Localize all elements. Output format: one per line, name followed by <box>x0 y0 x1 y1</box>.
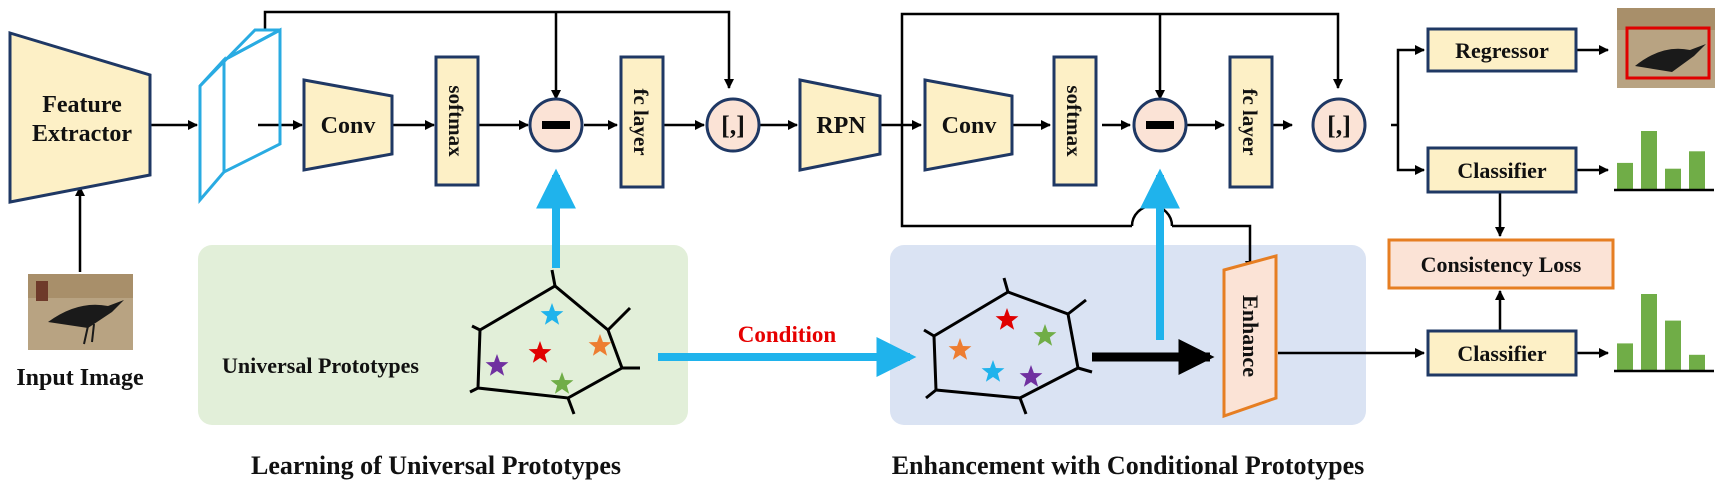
left-section-caption: Learning of Universal Prototypes <box>251 451 621 480</box>
score-bar <box>1689 151 1705 189</box>
subtract-operator-2: − <box>1132 97 1188 153</box>
consistency-loss-label: Consistency Loss <box>1421 252 1582 277</box>
rpn-block: RPN <box>798 78 882 172</box>
prototype-star-red <box>995 308 1019 330</box>
concat-operator-1: [,] <box>705 97 761 153</box>
classifier-bottom-label: Classifier <box>1457 341 1546 366</box>
detection-output-thumbnail <box>1617 8 1715 88</box>
fc-layer-1-label: fc layer <box>629 88 653 155</box>
conditional-prototype-stars <box>948 308 1057 387</box>
universal-prototypes-region <box>469 269 640 415</box>
concat-operator-2: [,] <box>1311 97 1367 153</box>
universal-prototypes-panel <box>198 245 688 425</box>
score-bar <box>1641 131 1657 189</box>
fc-layer-block-2: fc layer <box>1228 55 1274 189</box>
connections <box>75 10 1609 377</box>
softmax-block-2: softmax <box>1052 55 1098 187</box>
softmax-block-1: softmax <box>434 55 480 187</box>
rpn-label: RPN <box>816 113 866 139</box>
prototype-star-red <box>528 341 552 363</box>
prototype-star-blue <box>981 360 1005 382</box>
class-score-bars-bottom <box>1614 294 1714 373</box>
prototype-star-orange <box>588 334 612 356</box>
regressor-label: Regressor <box>1455 38 1549 63</box>
universal-prototypes-label: Universal Prototypes <box>222 353 419 378</box>
concat-2-label: [,] <box>1327 111 1351 140</box>
conditional-prototypes-region <box>923 277 1093 415</box>
conv-1-label: Conv <box>321 113 376 139</box>
enhance-label: Enhance <box>1238 295 1263 377</box>
conditional-prototypes-panel <box>890 245 1366 425</box>
input-image-thumbnail <box>28 274 133 350</box>
softmax-2-label: softmax <box>1062 85 1086 157</box>
prototype-star-blue <box>540 303 564 325</box>
score-bar <box>1617 162 1633 189</box>
subtract-operator-1: − <box>528 97 584 153</box>
score-bar <box>1617 343 1633 370</box>
concat-1-label: [,] <box>721 111 745 140</box>
consistency-loss-block: Consistency Loss <box>1387 238 1615 290</box>
class-score-bars-top <box>1614 131 1714 192</box>
fc-layer-2-label: fc layer <box>1238 88 1262 155</box>
score-bar <box>1689 354 1705 370</box>
score-bar <box>1665 320 1681 370</box>
classifier-top-label: Classifier <box>1457 158 1546 183</box>
input-image-label: Input Image <box>16 365 144 391</box>
right-section-caption: Enhancement with Conditional Prototypes <box>892 451 1365 480</box>
prototype-star-green <box>1033 324 1057 346</box>
score-bar <box>1641 294 1657 370</box>
prototype-star-purple <box>485 354 509 376</box>
prototype-star-purple <box>1019 365 1043 387</box>
score-bar <box>1665 168 1681 189</box>
feature-extractor-label-line2: Extractor <box>32 121 132 147</box>
conv-block-2: Conv <box>923 78 1014 172</box>
feature-extractor-block: Feature Extractor <box>8 30 152 204</box>
condition-label: Condition <box>738 322 837 347</box>
enhance-block: Enhance <box>1222 254 1278 419</box>
prototype-star-orange <box>948 338 972 360</box>
universal-prototype-stars <box>485 303 612 394</box>
regressor-block: Regressor <box>1426 27 1578 73</box>
softmax-1-label: softmax <box>444 85 468 157</box>
conv-2-label: Conv <box>942 113 997 139</box>
classifier-top-block: Classifier <box>1426 146 1578 194</box>
feature-map-3d <box>198 27 282 205</box>
fc-layer-block-1: fc layer <box>619 55 665 189</box>
classifier-bottom-block: Classifier <box>1426 329 1578 377</box>
conv-block-1: Conv <box>302 78 394 172</box>
feature-extractor-label-line1: Feature <box>42 92 122 118</box>
prototype-star-green <box>550 372 574 394</box>
